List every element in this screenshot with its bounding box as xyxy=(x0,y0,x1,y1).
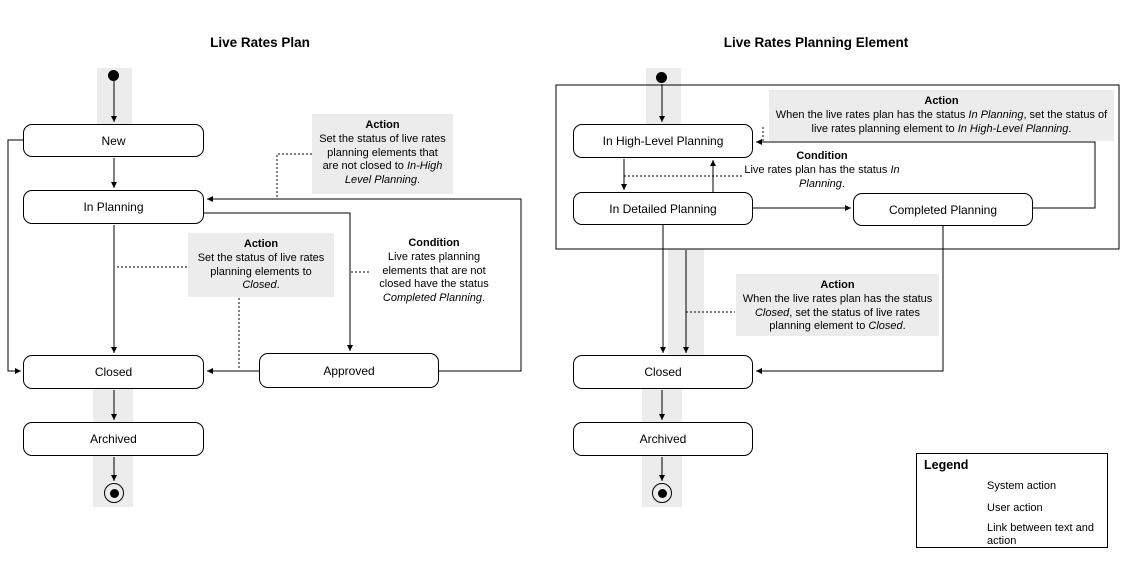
note-action-set-closed: Action Set the status of live rates plan… xyxy=(188,233,334,297)
note-action-set-in-high-level: Action When the live rates plan has the … xyxy=(769,90,1114,141)
state-approved: Approved xyxy=(259,353,439,388)
note-condition-in-planning: Condition Live rates plan has the status… xyxy=(744,150,900,190)
state-in-detailed-planning: In Detailed Planning xyxy=(573,192,753,225)
transition-completed-to-closed xyxy=(756,226,944,374)
state-completed-planning: Completed Planning xyxy=(853,193,1033,226)
initial-state-icon xyxy=(656,72,667,83)
transition-approved-to-in-planning xyxy=(207,196,522,372)
note-action-set-closed-element: Action When the live rates plan has the … xyxy=(736,274,939,336)
note-condition-completed: Condition Live rates planning elements t… xyxy=(379,237,489,304)
final-state-icon xyxy=(104,483,124,503)
state-new: New xyxy=(23,124,204,157)
transition-in-planning-to-approved xyxy=(204,212,353,351)
legend-label-link: Link between text and action xyxy=(987,522,1095,547)
initial-state-icon xyxy=(108,70,119,81)
note-action-set-high-level: Action Set the status of live rates plan… xyxy=(312,114,453,194)
state-archived: Archived xyxy=(573,422,753,456)
transition-completed-to-high-level xyxy=(756,139,1096,209)
right-diagram-title: Live Rates Planning Element xyxy=(723,35,909,50)
state-in-high-level-planning: In High-Level Planning xyxy=(573,124,753,158)
composite-state-border xyxy=(555,84,1120,250)
legend-label-system-action: System action xyxy=(987,480,1057,492)
left-diagram-title: Live Rates Plan xyxy=(210,35,310,50)
final-state-icon xyxy=(652,483,672,503)
state-closed: Closed xyxy=(573,355,753,389)
note-link xyxy=(276,153,312,197)
state-archived: Archived xyxy=(23,422,204,456)
legend-box: Legend System action User action Link be… xyxy=(916,453,1108,548)
state-in-planning: In Planning xyxy=(23,190,204,224)
legend-label-user-action: User action xyxy=(987,502,1043,514)
state-closed: Closed xyxy=(23,355,204,389)
transition-new-to-closed xyxy=(7,139,23,374)
legend-title: Legend xyxy=(924,458,969,472)
